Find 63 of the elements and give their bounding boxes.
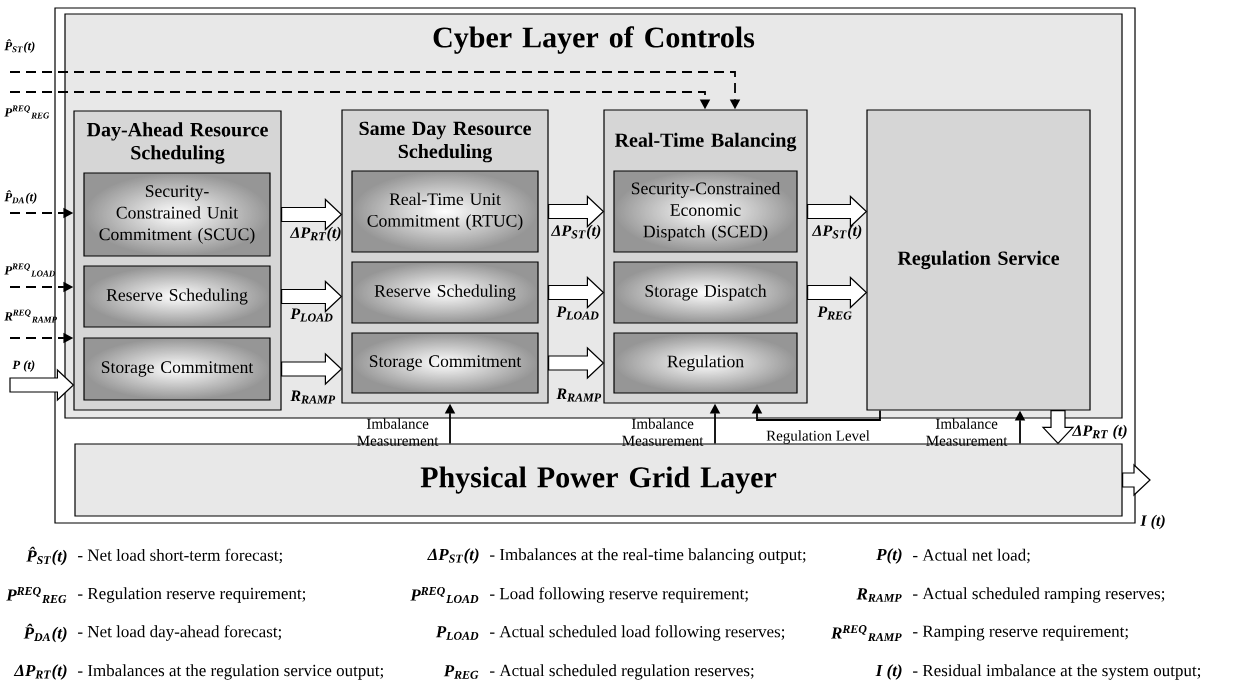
- edge-label: ΔP$_{RT}$ (t): [1071, 424, 1127, 440]
- service-box: Regulation Service: [866, 109, 1091, 411]
- edge-label: I (t): [1140, 514, 1165, 530]
- edge-label: P (t): [12, 360, 35, 372]
- symbol-label: P$_{LOAD}$: [435, 626, 479, 640]
- edge-label: ΔP$_{ST}$(t): [811, 224, 862, 240]
- legend-text: - Net load short-term forecast;: [78, 548, 282, 564]
- edge-label: P̂$_{DA}$(t): [4, 190, 37, 204]
- legend-text: - Imbalances at the regulation service output;: [78, 664, 383, 680]
- edge-label: ΔP$_{RT}$(t): [289, 226, 341, 242]
- symbol-label: P̂$_{ST}$(t): [26, 546, 67, 566]
- process-box: Storage Dispatch: [613, 261, 798, 324]
- edge-label: R$_{RAMP}$: [290, 390, 336, 404]
- symbol-label: P$^{REQ}$LOAD: [410, 587, 479, 603]
- legend-text: - Ramping reserve requirement;: [913, 625, 1128, 641]
- symbol-label: P$^{REQ}$REG: [6, 587, 67, 603]
- edge-label: P$_{LOAD}$: [290, 308, 333, 322]
- edge-label: P$_{LOAD}$: [556, 306, 599, 320]
- edge-label: R$_{RAMP}$: [556, 388, 602, 402]
- block-arrow: [281, 352, 343, 386]
- symbol-label: R$_{RAMP}$: [856, 588, 902, 602]
- process-box: Storage Commitment: [351, 332, 539, 394]
- edge-label: Imbalance Measurement: [926, 418, 1008, 446]
- process-box: Security-Constrained Unit Commitment (SCUC): [83, 172, 271, 257]
- legend-text: - Regulation reserve requirement;: [78, 587, 306, 603]
- symbol-label: I (t): [875, 664, 902, 680]
- process-box: Storage Commitment: [83, 337, 271, 401]
- block-arrow: [548, 276, 605, 309]
- symbol-label: P(t): [876, 548, 902, 564]
- legend-text: - Actual scheduled regulation reserves;: [490, 664, 754, 680]
- edge-label: P$^{REQ}$REG: [4, 105, 50, 119]
- edge-label: P̂$_{ST}$(t): [4, 39, 35, 53]
- block-arrow: [1041, 410, 1075, 445]
- process-box: Real-Time Unit Commitment (RTUC): [351, 170, 539, 253]
- block-arrow: [807, 195, 868, 228]
- edge-label: Regulation Level: [766, 430, 870, 444]
- symbol-label: ΔP$_{RT}$(t): [13, 664, 67, 680]
- block-arrow: [548, 346, 605, 380]
- legend-text: - Actual scheduled ramping reserves;: [913, 587, 1165, 603]
- block-arrow: [1122, 463, 1151, 497]
- symbol-label: P$_{REG}$: [443, 665, 479, 679]
- block-arrow: [281, 280, 343, 313]
- edge-label: P$_{REG}$: [817, 306, 852, 320]
- process-box: Regulation: [613, 332, 798, 394]
- edge-label: ΔP$_{ST}$(t): [550, 224, 601, 240]
- process-box: Reserve Scheduling: [83, 265, 271, 328]
- legend-text: - Net load day-ahead forecast;: [78, 625, 281, 641]
- legend-text: - Imbalances at the real-time balancing output;: [490, 548, 806, 564]
- symbol-label: R$^{REQ}$RAMP: [831, 625, 902, 641]
- process-box: Security-Constrained Economic Dispatch (SCED): [613, 170, 798, 253]
- legend-text: - Actual net load;: [913, 548, 1030, 564]
- symbol-label: P̂$_{DA}$(t): [23, 623, 67, 643]
- legend-text: - Actual scheduled load following reserves;: [490, 625, 785, 641]
- symbol-label: ΔP$_{ST}$(t): [427, 548, 479, 564]
- block-arrow: [9, 368, 75, 402]
- edge-label: Imbalance Measurement: [357, 418, 439, 446]
- legend-text: - Load following reserve requirement;: [490, 587, 748, 603]
- block-arrow: [281, 198, 343, 231]
- block-arrow: [807, 276, 868, 309]
- edge-label: Imbalance Measurement: [622, 418, 704, 446]
- block-arrow: [548, 195, 605, 228]
- legend-text: - Residual imbalance at the system output;: [913, 664, 1201, 680]
- process-box: Reserve Scheduling: [351, 261, 539, 324]
